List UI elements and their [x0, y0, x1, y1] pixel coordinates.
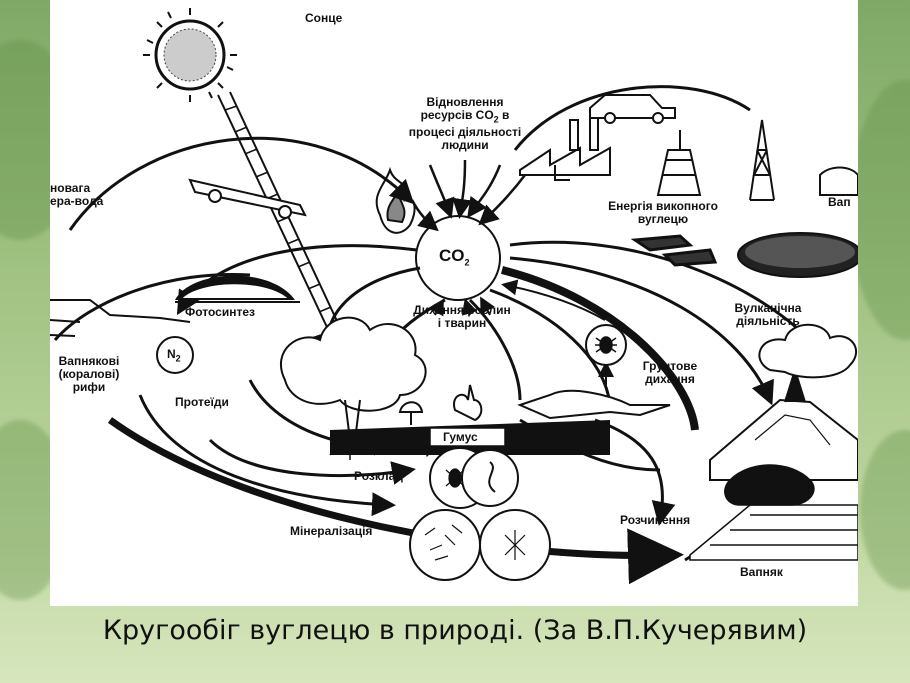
beetle-icon: [595, 336, 617, 354]
humus-box: [429, 427, 506, 447]
humus-label: Гумус: [443, 430, 478, 444]
dissolution-label: Розчинення: [620, 513, 691, 527]
mushroom-icon: [398, 401, 424, 425]
diagram-drawing: [50, 8, 858, 585]
fire-icon: [375, 166, 416, 234]
oil-derrick-icon: [749, 119, 775, 201]
limestone-top-label: Вап: [828, 195, 851, 209]
background-foliage: [860, 430, 910, 590]
n2-label: N2: [167, 348, 181, 365]
soil-line2: дихання: [645, 372, 695, 386]
volcano-icon: [709, 323, 858, 481]
limestone-label: Вапняк: [740, 565, 783, 579]
n2-node: [156, 336, 194, 374]
fossil-energy-label: Енергія викопного вуглецю: [598, 200, 728, 226]
coal-seam-icon: [630, 234, 718, 267]
storage-tank-icon: [819, 166, 858, 196]
sun-label: Сонце: [305, 11, 343, 25]
reefs-line1: Вапнякові: [58, 354, 120, 368]
human-activity-line2-text: ресурсів CO: [420, 108, 494, 122]
respiration-line1: Дихання рослин: [413, 303, 511, 317]
soil-respiration-label: Грунтове дихання: [625, 360, 715, 386]
respiration-label: Дихання рослин і тварин: [402, 304, 522, 330]
volcanic-line1: Вулканічна: [734, 301, 802, 315]
reefs-line2: (коралові): [58, 367, 120, 381]
proteins-label: Протеїди: [175, 395, 229, 409]
coast-icon: [50, 299, 191, 337]
sun-icon: [143, 8, 237, 102]
tree-icon: [279, 316, 427, 460]
factory-icon: [519, 114, 611, 181]
human-activity-line1: Відновлення: [426, 95, 504, 109]
balance-line2: ера-вода: [50, 194, 104, 208]
co2-text: CO: [439, 246, 465, 265]
mine-tower-icon: [656, 130, 702, 196]
balance-label: новага ера-вода: [50, 182, 103, 208]
respiration-line2: і тварин: [437, 316, 487, 330]
human-activity-line4: людини: [441, 138, 489, 153]
photosynthesis-label: Фотосинтез: [185, 305, 255, 319]
volcanic-label: Вулканічна діяльність: [718, 302, 818, 328]
human-activity-line3: процесі діяльності: [408, 125, 522, 140]
soil-line1: Грунтове: [642, 359, 698, 373]
decomposition-label: Розклад: [354, 469, 403, 483]
rabbit-icon: [453, 384, 483, 422]
carbon-cycle-diagram: Сонце Відновлення ресурсів CO2 в процесі…: [50, 0, 858, 606]
co2-center-label: CO2: [439, 246, 470, 267]
figure-caption: Кругообіг вуглецю в природі. (За В.П.Куч…: [102, 615, 808, 646]
human-activity-line2-tail: в: [498, 108, 510, 122]
limestone-layer-icon: [689, 464, 858, 561]
coal-pile-icon: [737, 232, 858, 278]
volcanic-line2: діяльність: [736, 314, 800, 328]
human-activity-line2-sub: 2: [493, 114, 499, 125]
microorganism-icon: [424, 461, 526, 561]
human-activity-line2: ресурсів CO2 в: [390, 109, 540, 126]
reefs-line3: рифи: [72, 380, 106, 394]
reefs-label: Вапнякові (коралові) рифи: [52, 355, 126, 394]
mineralization-label: Мінералізація: [290, 524, 373, 538]
n2-sub: 2: [175, 353, 181, 364]
decomposition-nodes: [409, 447, 551, 581]
balance-line1: новага: [50, 181, 91, 195]
fox-icon: [517, 389, 671, 420]
leaf-dome-icon: [175, 275, 300, 303]
n2-text: N: [167, 347, 176, 361]
human-activity-label: Відновлення ресурсів CO2 в процесі діяль…: [390, 96, 540, 152]
transport-icon: [188, 178, 307, 219]
car-icon: [589, 94, 676, 124]
background-foliage: [850, 80, 910, 340]
co2-sub: 2: [464, 257, 470, 268]
fossil-line1: Енергія викопного: [608, 199, 718, 213]
fossil-line2: вуглецю: [637, 212, 689, 226]
